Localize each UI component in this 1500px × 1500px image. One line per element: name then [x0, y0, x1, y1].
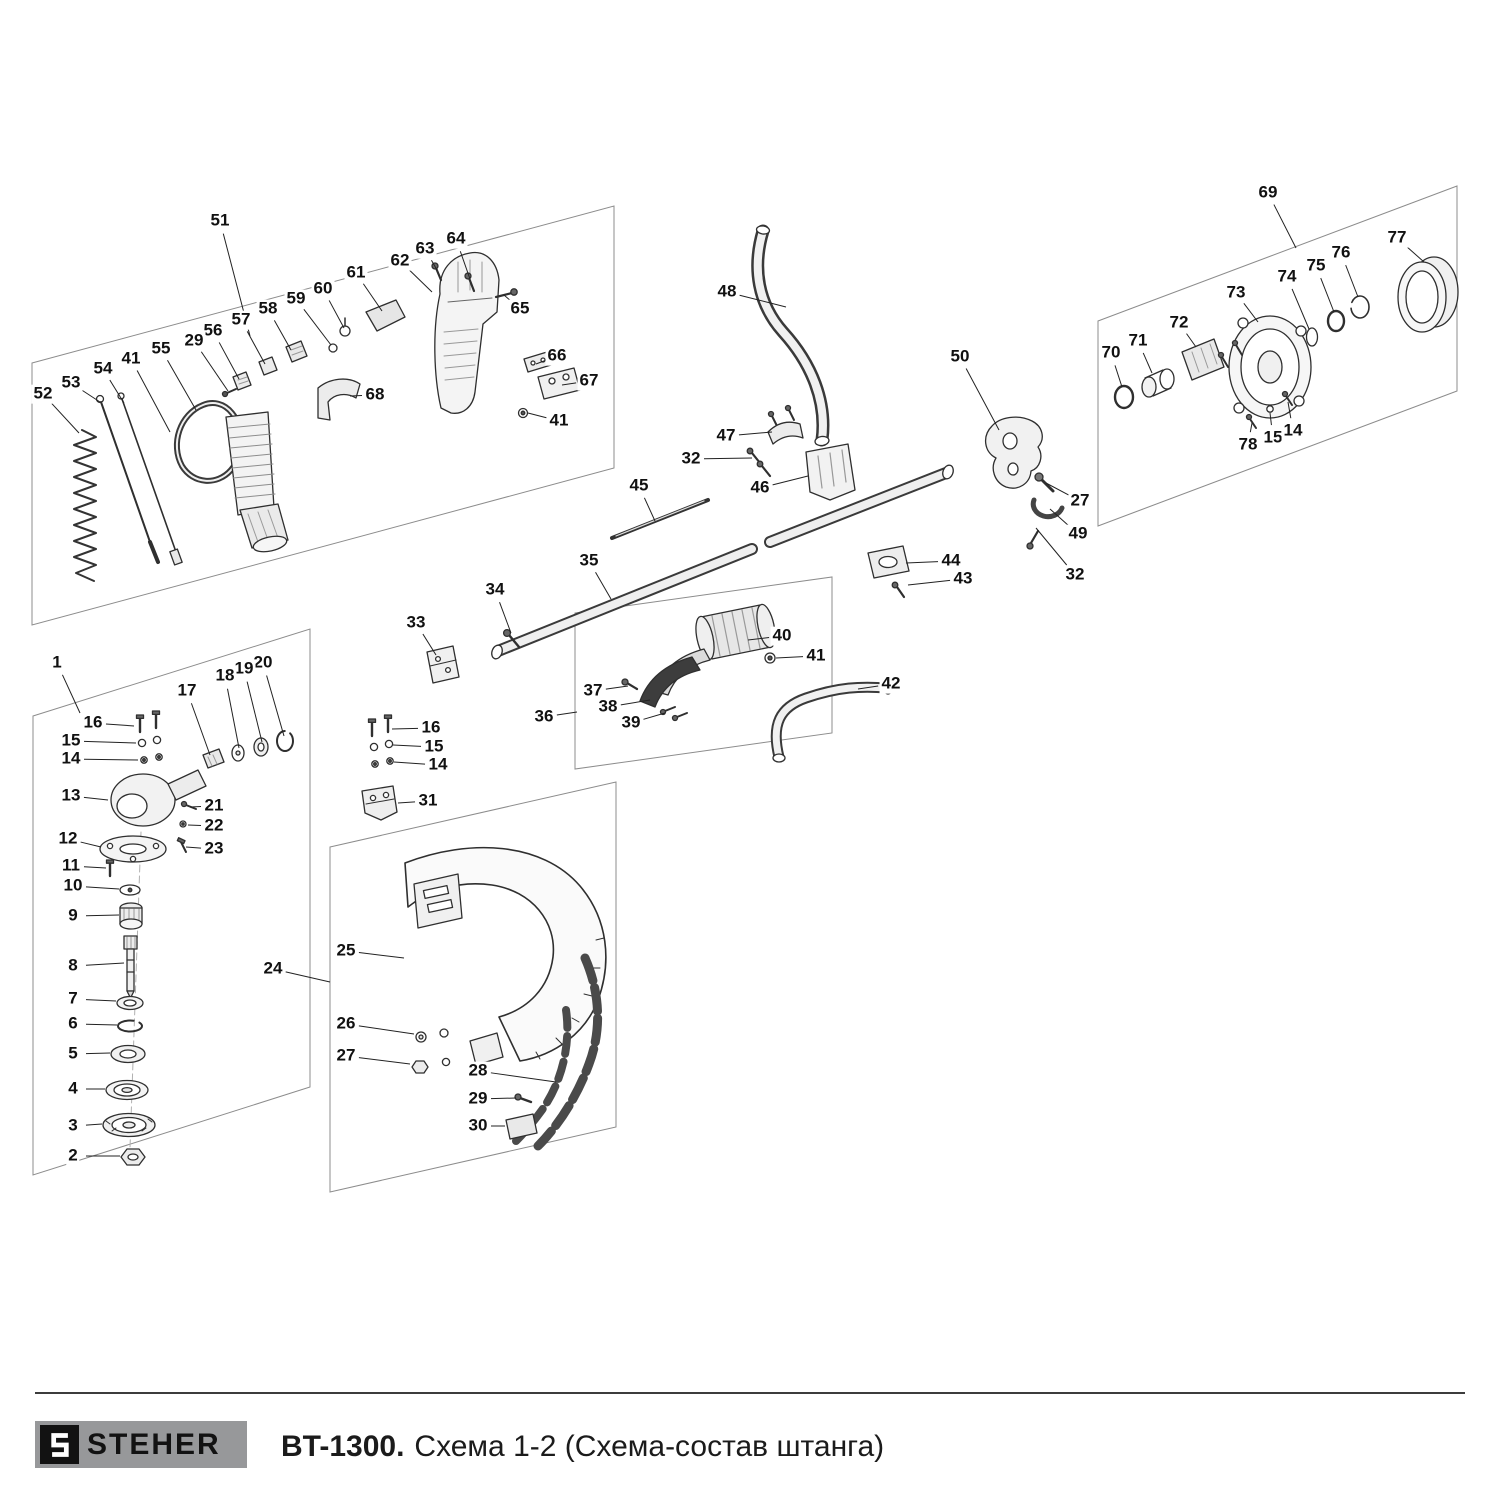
part-5-upper-flange — [110, 1044, 146, 1064]
part-51-ribbed-grip — [225, 411, 289, 553]
part-49-clamp-hook — [1030, 497, 1065, 520]
part-26-washers — [415, 1028, 449, 1043]
part-66-clamp-half — [523, 351, 552, 373]
part-47-upper-clamp — [767, 404, 804, 445]
part-16-15-14-fasteners-mid — [367, 714, 394, 768]
part-12-flange — [99, 835, 167, 863]
part-53-throttle-cable — [95, 394, 160, 564]
part-76-circlip — [1350, 295, 1370, 319]
box-clutch-assembly — [1097, 185, 1458, 527]
part-74-washer — [1305, 327, 1319, 347]
schema-title: Схема 1-2 (Схема-состав штанга) — [414, 1430, 885, 1463]
part-19-bearing — [253, 737, 269, 757]
part-67-clamp-block — [537, 367, 581, 400]
part-29-screw — [221, 388, 237, 398]
part-7-bearing — [116, 995, 144, 1011]
leader-lines — [51, 204, 1425, 1157]
part-61-lock-lever — [365, 299, 406, 332]
part-62-throttle-housing — [434, 251, 500, 414]
part-60-spring-pin — [339, 317, 351, 337]
part-11-screw — [105, 859, 115, 878]
part-27-nut — [411, 1057, 451, 1074]
part-30-blade-plate — [505, 1113, 538, 1140]
part-52-spring — [73, 429, 97, 582]
part-50-hinge-clamp — [985, 416, 1043, 489]
part-34-screw — [502, 628, 521, 649]
part-29-guard-screw — [514, 1093, 533, 1104]
box-grip-assembly — [574, 576, 833, 770]
box-guard-assembly — [329, 781, 617, 1193]
part-35-shaft-tube — [491, 464, 954, 660]
diagram-parts — [73, 224, 1459, 1166]
part-33-coupler — [426, 645, 460, 684]
part-48-handlebar-tube — [751, 224, 830, 447]
part-56-button — [232, 371, 252, 391]
part-71-bushing — [1141, 368, 1175, 398]
part-10-washer — [119, 884, 141, 896]
part-40-foam-grip — [695, 603, 776, 661]
part-44-cable-clip — [867, 545, 910, 579]
part-77-clutch-drum — [1397, 256, 1459, 333]
part-68-trigger — [317, 378, 361, 421]
part-2-nut — [120, 1148, 146, 1166]
part-6-circlip — [117, 1019, 143, 1033]
part-17-pinion-shaft — [202, 748, 225, 769]
part-43-screw — [891, 581, 906, 599]
part-38-handle-shells — [639, 648, 711, 708]
part-70-o-ring — [1113, 384, 1135, 410]
part-20-circlip — [276, 730, 294, 752]
part-54-throttle-rod — [117, 392, 183, 566]
part-13-gear-head — [110, 769, 207, 827]
part-25-guard — [404, 846, 607, 1066]
part-57-spring-block — [258, 356, 278, 376]
part-27-bolt — [1034, 472, 1055, 493]
part-75-ring — [1326, 309, 1346, 333]
part-58-switch-button — [285, 340, 308, 363]
part-41-washer — [517, 407, 529, 419]
part-65-screw — [494, 288, 518, 299]
diagram-title: BT-1300. Схема 1-2 (Схема-состав штанга) — [281, 1430, 884, 1464]
footer-divider — [35, 1392, 1465, 1394]
brand-name: STEHER — [87, 1427, 221, 1461]
part-8-output-shaft — [123, 935, 138, 999]
part-55-handle-bracket — [173, 400, 245, 484]
assembly-axis — [129, 831, 142, 1149]
model-number: BT-1300. — [281, 1430, 405, 1463]
part-37-screw — [621, 678, 639, 691]
part-78-15-14-fasteners — [1217, 339, 1293, 429]
part-32-screw-b — [1026, 529, 1040, 550]
part-3-cup-cover — [102, 1112, 156, 1138]
steher-logo: STEHER — [35, 1421, 247, 1468]
part-18-washer — [231, 744, 245, 762]
part-59-washer — [328, 343, 338, 353]
boundary-boxes — [31, 185, 1458, 1193]
part-4-lower-disc — [105, 1079, 149, 1101]
part-31-bracket — [361, 785, 398, 821]
part-73-clutch-housing — [1228, 315, 1312, 419]
steher-logo-icon — [40, 1425, 79, 1464]
part-72-coupler-sleeve — [1181, 338, 1225, 381]
part-32-screws — [746, 447, 772, 478]
part-39-screws — [659, 706, 688, 722]
box-gearhead-assembly — [32, 628, 311, 1176]
part-45-drive-rod — [610, 498, 710, 540]
part-63-screw — [431, 262, 443, 282]
part-41-grip-washer — [764, 652, 776, 664]
part-46-lower-clamp — [805, 443, 856, 501]
part-21-22-23-fasteners — [176, 800, 197, 853]
part-9-gear — [119, 902, 143, 930]
part-16-15-14-fasteners-left — [135, 710, 163, 764]
